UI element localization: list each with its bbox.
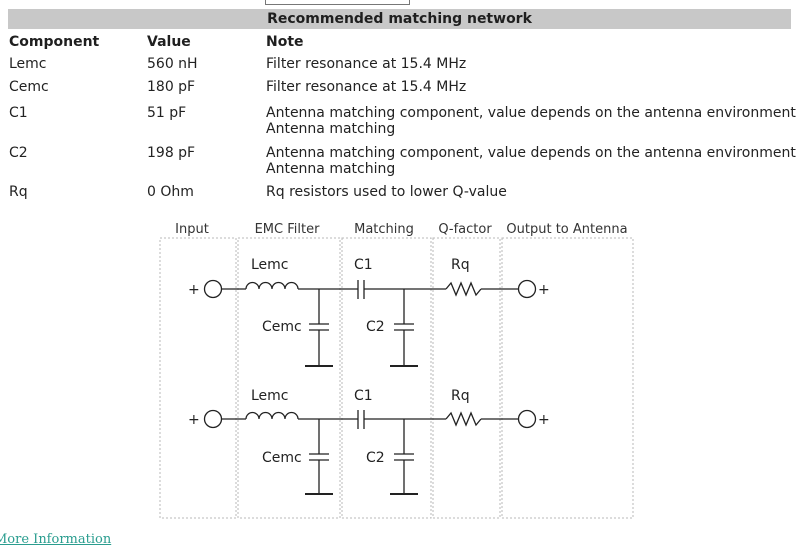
- row-value: 0 Ohm: [147, 184, 194, 200]
- more-information-link[interactable]: More Information: [0, 532, 112, 547]
- section-label-q-factor: Q-factor: [438, 222, 492, 237]
- header-value: Value: [147, 34, 191, 50]
- label-lemc: Lemc: [251, 257, 289, 273]
- section-label-output: Output to Antenna: [506, 222, 627, 237]
- input-plus: +: [188, 412, 200, 428]
- row-component: Rq: [9, 184, 28, 200]
- label-c1: C1: [354, 388, 373, 404]
- header-component: Component: [9, 34, 100, 50]
- truncated-top-box: [265, 0, 410, 5]
- section-box-emc-filter: [237, 237, 341, 519]
- label-c2: C2: [366, 319, 385, 335]
- row-note: Filter resonance at 15.4 MHz: [266, 56, 467, 72]
- input-terminal-icon: [203, 409, 223, 429]
- row-component: C2: [9, 145, 28, 161]
- resistor-icon: [445, 411, 482, 427]
- row-note-line2: Antenna matching: [266, 121, 396, 137]
- section-label-input: Input: [175, 222, 209, 237]
- row-value: 51 pF: [147, 105, 187, 121]
- circuit-top: [203, 279, 537, 367]
- label-c1: C1: [354, 257, 373, 273]
- row-note-line1: Antenna matching component, value depend…: [266, 145, 796, 161]
- label-rq: Rq: [451, 388, 470, 404]
- row-note: Antenna matching component, value depend…: [266, 145, 796, 177]
- row-note: Antenna matching component, value depend…: [266, 105, 796, 137]
- output-plus: +: [538, 412, 550, 428]
- table-title: Recommended matching network: [8, 9, 791, 29]
- circuit-bottom: [203, 409, 537, 495]
- row-value: 198 pF: [147, 145, 196, 161]
- header-note: Note: [266, 34, 304, 50]
- row-component: Lemc: [9, 56, 47, 72]
- row-component: C1: [9, 105, 28, 121]
- row-note-line1: Antenna matching component, value depend…: [266, 105, 796, 121]
- section-label-emc-filter: EMC Filter: [255, 222, 320, 237]
- label-lemc: Lemc: [251, 388, 289, 404]
- row-note-line2: Antenna matching: [266, 161, 396, 177]
- section-box-matching: [341, 237, 432, 519]
- output-terminal-icon: [517, 409, 537, 429]
- input-plus: +: [188, 282, 200, 298]
- row-value: 180 pF: [147, 79, 196, 95]
- inductor-icon: [245, 411, 299, 420]
- section-label-matching: Matching: [354, 222, 414, 237]
- section-box-q-factor: [432, 237, 501, 519]
- resistor-icon: [445, 281, 482, 297]
- row-note: Filter resonance at 15.4 MHz: [266, 79, 467, 95]
- output-plus: +: [538, 282, 550, 298]
- output-terminal-icon: [517, 279, 537, 299]
- inductor-icon: [245, 281, 299, 290]
- row-component: Cemc: [9, 79, 49, 95]
- row-value: 560 nH: [147, 56, 198, 72]
- label-cemc: Cemc: [262, 450, 302, 466]
- label-cemc: Cemc: [262, 319, 302, 335]
- section-box-output: [501, 237, 634, 519]
- input-terminal-icon: [203, 279, 223, 299]
- label-rq: Rq: [451, 257, 470, 273]
- label-c2: C2: [366, 450, 385, 466]
- section-box-input: [159, 237, 237, 519]
- row-note: Rq resistors used to lower Q-value: [266, 184, 507, 200]
